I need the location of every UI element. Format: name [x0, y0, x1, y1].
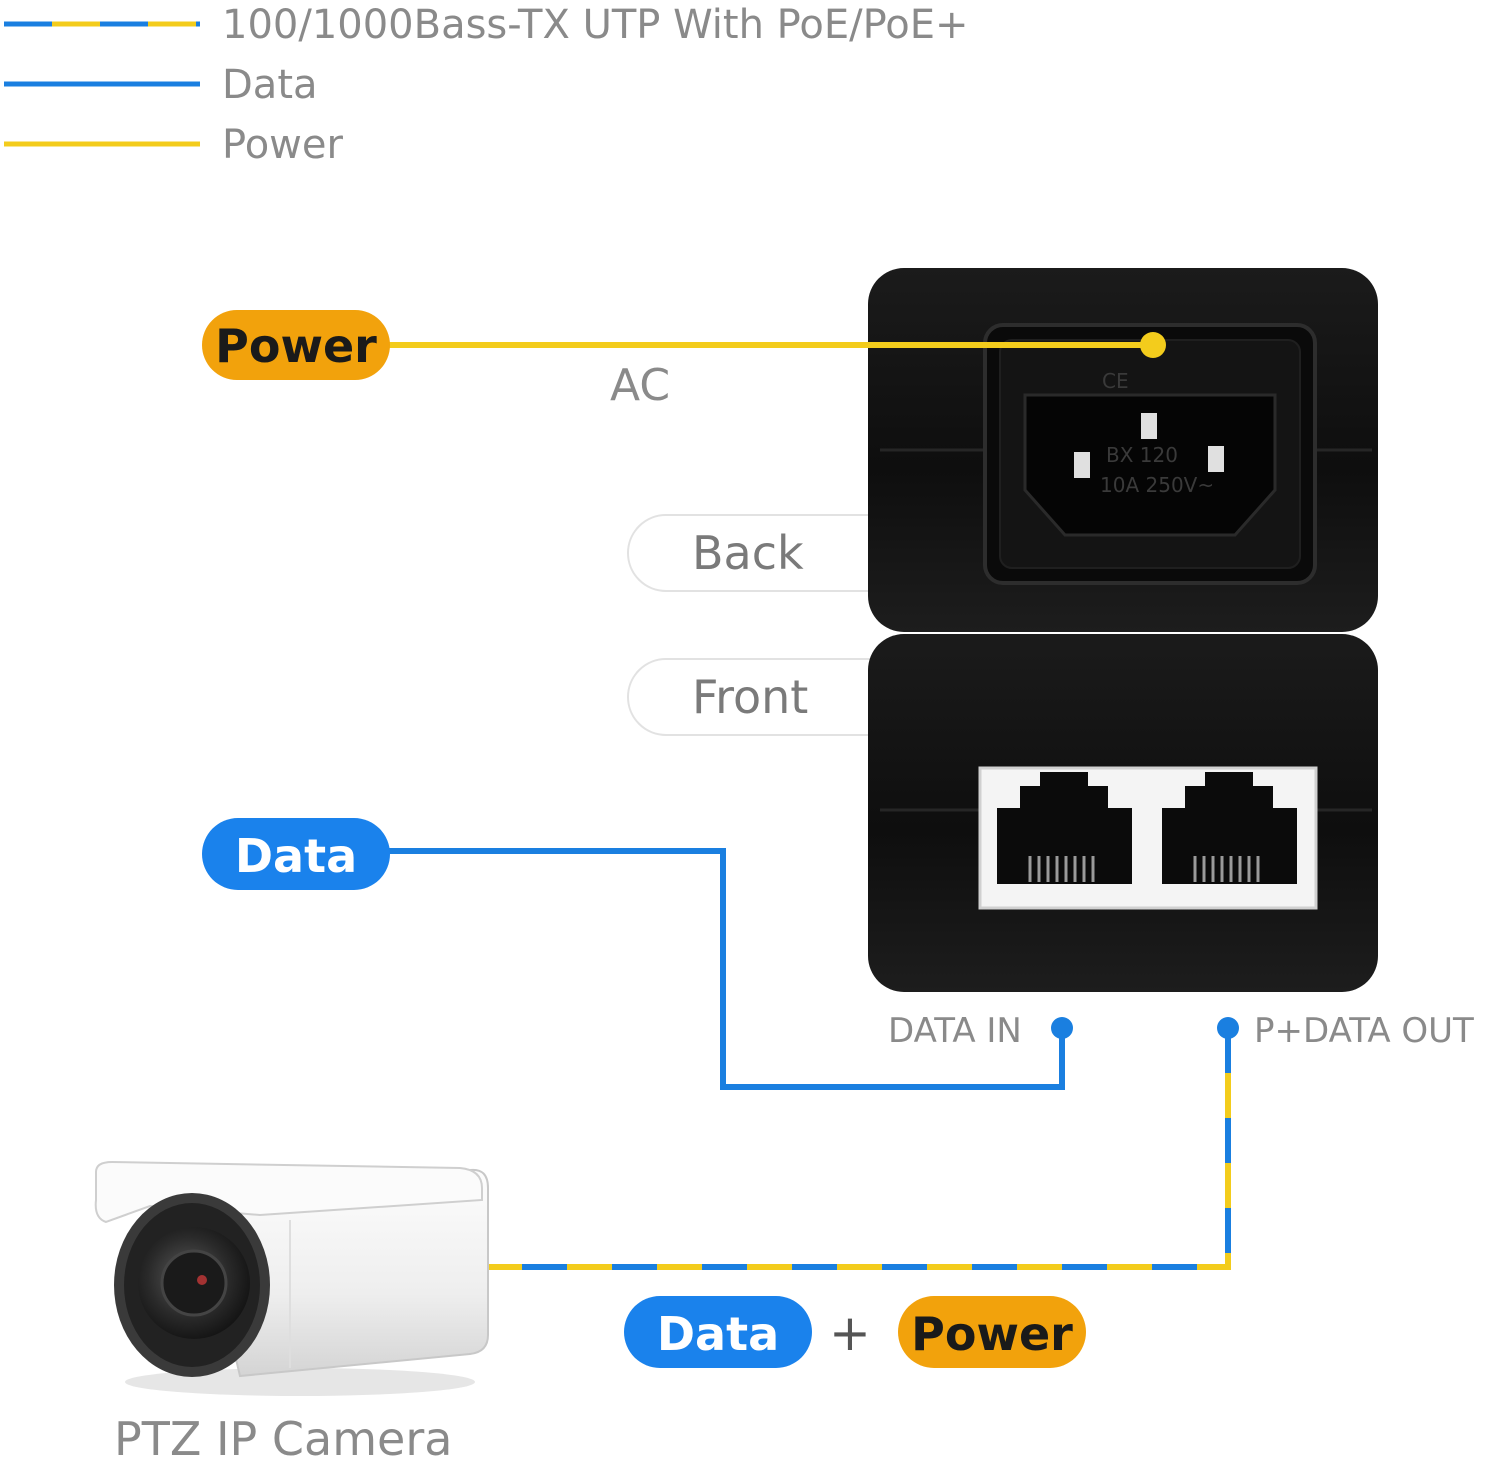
combined-data-pill-label: Data — [657, 1307, 779, 1361]
rj45-port-icon-data-in — [997, 772, 1132, 884]
inlet-rating-marking: 10A 250V~ — [1100, 473, 1214, 497]
combined-data-pill: Data — [624, 1296, 812, 1368]
legend-item-poe-cable: 100/1000Bass-TX UTP With PoE/PoE+ — [4, 2, 969, 48]
data-input-pill-label: Data — [235, 829, 357, 883]
legend-item-power: Power — [4, 122, 343, 168]
power-connector-line — [380, 332, 1166, 358]
front-tab: Front — [627, 658, 929, 736]
camera-label: PTZ IP Camera — [114, 1412, 452, 1460]
data-in-line — [380, 848, 1073, 1090]
power-input-pill-label: Power — [215, 319, 377, 373]
data-input-pill: Data — [202, 818, 390, 890]
legend-item-data: Data — [4, 62, 318, 108]
p-data-out-line — [485, 1017, 1239, 1270]
inlet-cert-marking: CE — [1102, 369, 1129, 393]
inlet-model-marking: BX 120 — [1106, 443, 1178, 467]
ac-label: AC — [610, 360, 670, 411]
legend: 100/1000Bass-TX UTP With PoE/PoE+ Data P… — [4, 2, 969, 168]
legend-label-data: Data — [222, 62, 318, 108]
rj45-port-icon-p-data-out — [1162, 772, 1297, 884]
iec-c14-inlet-icon: CE BX 120 10A 250V~ — [983, 323, 1317, 585]
data-in-label: DATA IN — [888, 1011, 1022, 1051]
bullet-camera-icon — [94, 1160, 489, 1396]
back-tab: Back — [627, 514, 929, 592]
legend-label-power: Power — [222, 122, 343, 168]
front-label: Front — [692, 670, 808, 724]
power-input-pill: Power — [202, 310, 390, 380]
injector-back-view: CE BX 120 10A 250V~ — [868, 268, 1378, 632]
injector-front-view — [868, 634, 1378, 992]
combined-power-pill: Power — [898, 1296, 1086, 1368]
back-label: Back — [692, 526, 804, 580]
p-data-out-label: P+DATA OUT — [1254, 1011, 1474, 1051]
combined-power-pill-label: Power — [911, 1307, 1073, 1361]
legend-label-poe-cable: 100/1000Bass-TX UTP With PoE/PoE+ — [222, 2, 969, 48]
plus-sign: + — [829, 1304, 871, 1362]
